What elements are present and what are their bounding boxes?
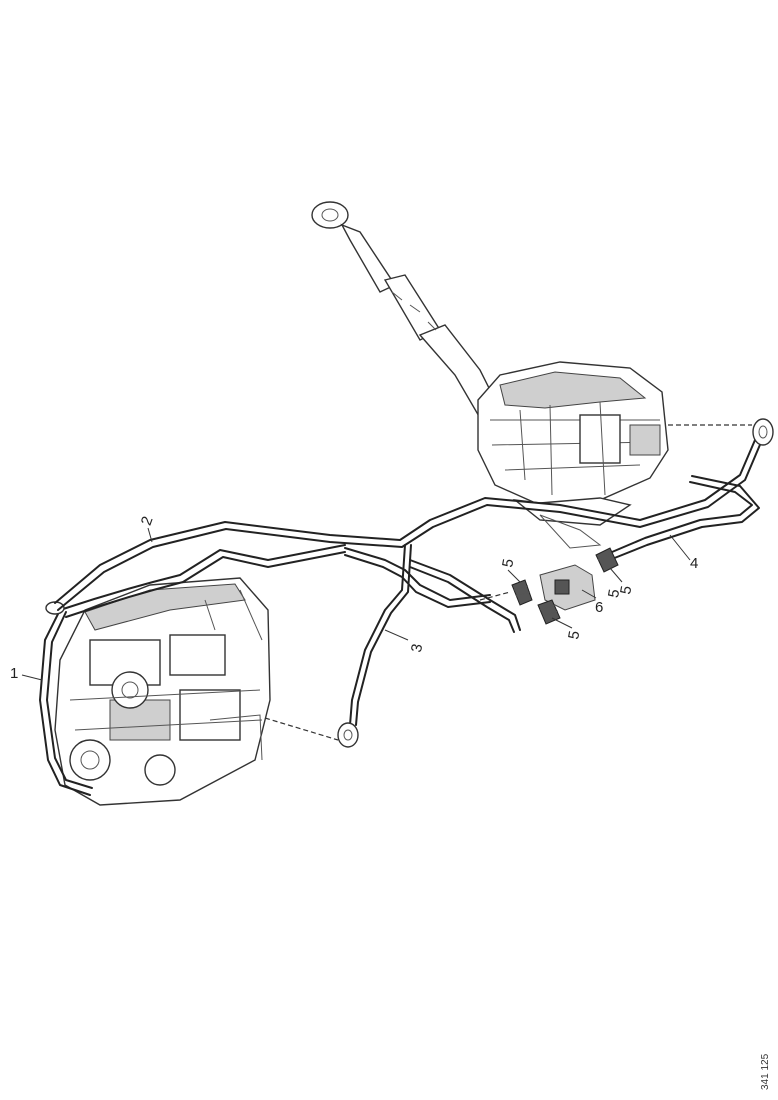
- callout-3: 3: [408, 642, 426, 653]
- callout-5a: 5: [499, 557, 517, 568]
- document-reference: 341 125: [760, 1053, 771, 1090]
- callout-5c: 5: [617, 584, 635, 595]
- engine-block: [54, 577, 271, 806]
- pipe-1: [39, 544, 346, 796]
- pipe-3: [264, 544, 412, 748]
- pipe-2: [45, 418, 774, 615]
- gear-linkage-rod: [311, 201, 501, 419]
- callout-4: 4: [690, 555, 698, 572]
- callout-leaders: [21, 527, 691, 681]
- gearbox-housing: [477, 361, 669, 549]
- callout-5b: 5: [565, 629, 583, 640]
- connector-fittings: [479, 547, 619, 625]
- pipe-4: [409, 475, 760, 633]
- callout-6: 6: [595, 599, 603, 616]
- callout-2: 2: [138, 514, 157, 528]
- callout-1: 1: [10, 665, 18, 682]
